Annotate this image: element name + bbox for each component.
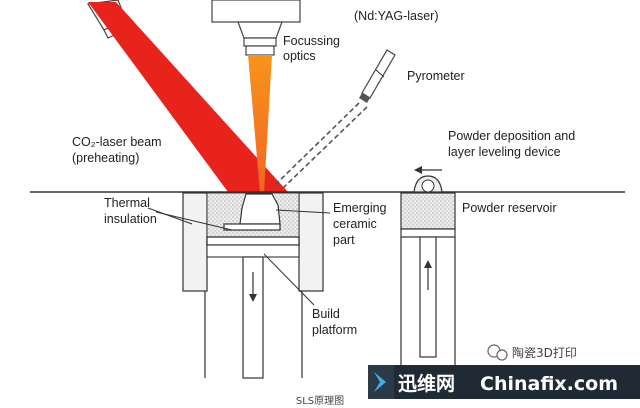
powder-deposition-device (413, 166, 443, 193)
label-thermal-1: Thermal (104, 196, 150, 210)
label-thermal-2: insulation (104, 212, 157, 226)
co2-laser-beam (88, 2, 288, 192)
label-focusing-2: optics (283, 49, 316, 63)
brand-logo-icon (374, 372, 386, 392)
label-powder-deposition-1: Powder deposition and (448, 129, 575, 143)
emerging-ceramic-part (223, 193, 281, 231)
pyrometer (273, 49, 396, 190)
brand-cn-text: 迅维网 (398, 372, 455, 395)
label-build-2: platform (312, 323, 357, 337)
label-co2-2: (preheating) (72, 151, 139, 165)
label-co2-1: CO₂-laser beam (72, 135, 162, 149)
label-powder-deposition-2: layer leveling device (448, 145, 561, 159)
yag-laser-head (211, 0, 301, 39)
figure-caption: SLS原理图 (296, 395, 344, 407)
powder-reservoir (400, 192, 456, 378)
focusing-optics (243, 37, 277, 56)
build-platform (206, 236, 300, 258)
label-emerging-1: Emerging (333, 201, 387, 215)
brand-en-text: Chinafix.com (480, 373, 618, 395)
label-emerging-3: part (333, 233, 355, 247)
label-pyrometer: Pyrometer (407, 69, 465, 83)
label-powder-reservoir: Powder reservoir (462, 201, 556, 215)
build-piston (204, 256, 303, 379)
brand-watermark: 迅维网 Chinafix.com (368, 365, 640, 399)
label-emerging-2: ceramic (333, 217, 377, 231)
wechat-watermark-text: 陶瓷3D打印 (512, 345, 577, 360)
wechat-watermark: 陶瓷3D打印 (487, 344, 577, 361)
leader-lines (147, 69, 385, 306)
label-laser-type: (Nd:YAG-laser) (354, 9, 439, 23)
label-focusing-1: Focussing (283, 34, 340, 48)
yag-laser-beam (248, 55, 272, 192)
label-build-1: Build (312, 307, 340, 321)
